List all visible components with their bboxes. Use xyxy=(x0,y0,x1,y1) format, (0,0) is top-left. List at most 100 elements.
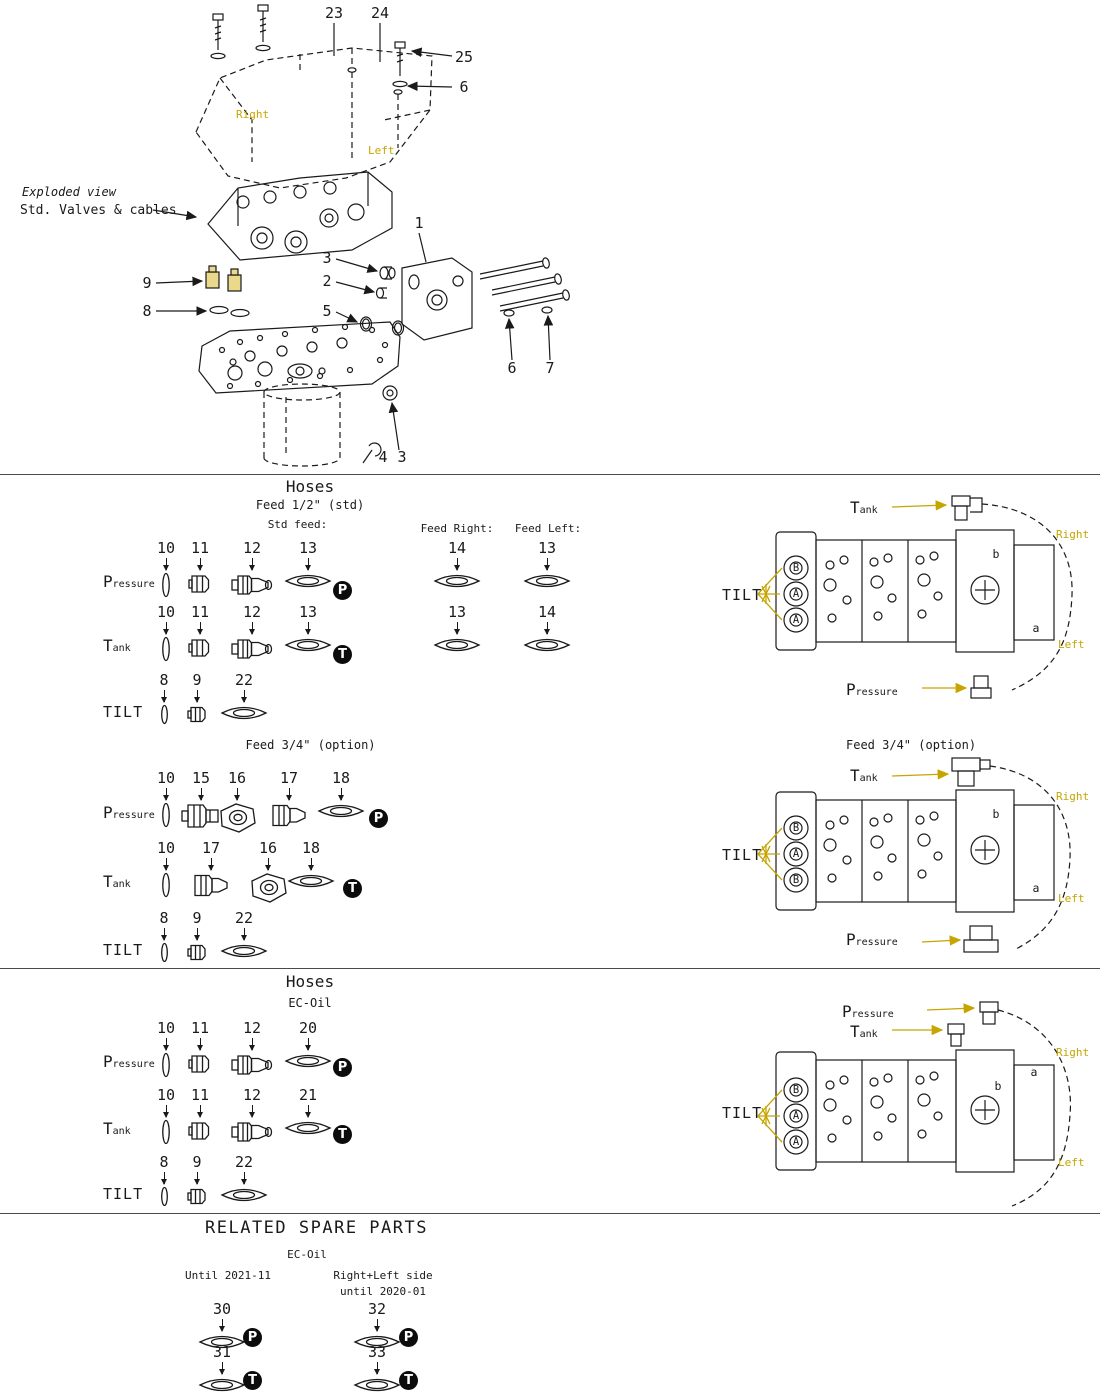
part-31: 31 xyxy=(196,1344,248,1394)
elbow-fitting-icon xyxy=(220,803,256,833)
leader-arrow xyxy=(305,558,311,571)
leader-arrow xyxy=(286,788,292,801)
swivel-nut-icon xyxy=(272,804,306,827)
leader-arrow xyxy=(544,558,550,571)
part-16: 16 xyxy=(213,770,261,834)
tank-leader xyxy=(891,769,950,780)
callout-3-mid: 3 xyxy=(322,249,331,267)
part-21: 21 xyxy=(282,1087,334,1137)
flat-seal-icon xyxy=(523,638,571,652)
leader-arrow xyxy=(305,1105,311,1118)
part-8: 8 xyxy=(151,672,177,725)
leader-arrow xyxy=(305,622,311,635)
exploded-view-caption: Exploded view xyxy=(22,185,117,199)
cover-right-label: Right xyxy=(236,108,269,121)
part-10: 10 xyxy=(152,770,180,828)
letter-a: a xyxy=(1033,881,1040,895)
letter-b: b xyxy=(995,1079,1002,1093)
union-fitting-icon xyxy=(231,639,273,659)
leader-arrow xyxy=(249,622,255,635)
callout-5: 5 xyxy=(322,302,331,320)
leader-arrow xyxy=(163,558,169,571)
port-label-a2: A xyxy=(793,614,800,626)
leader-arrow xyxy=(163,788,169,801)
leader-arrow xyxy=(197,1105,203,1118)
flat-seal-icon xyxy=(198,1378,246,1392)
leader-arrow xyxy=(163,1105,169,1118)
valve-block xyxy=(775,757,1071,953)
elbow-fitting-icon xyxy=(251,873,287,903)
tilt-leader-lines xyxy=(757,827,783,881)
callout-7: 7 xyxy=(545,359,554,377)
tank-leader xyxy=(891,500,948,511)
part-12: 12 xyxy=(228,604,276,662)
pressure-row-label: Pressure xyxy=(103,803,155,822)
flat-seal-icon xyxy=(284,574,332,588)
feed-right-header: Feed Right: xyxy=(420,522,494,535)
exploded-title: Std. Valves & cables xyxy=(20,203,177,218)
letter-b: b xyxy=(993,547,1000,561)
letter-a: a xyxy=(1031,1065,1038,1079)
wrench-icon xyxy=(362,442,382,464)
filter-cylinder xyxy=(263,383,341,467)
valve-block xyxy=(775,495,1073,699)
std-feed-label: Std feed: xyxy=(267,518,328,531)
cover-screws xyxy=(210,4,408,162)
pressure-badge: P xyxy=(333,581,352,600)
part-14-feed-right: 14 xyxy=(431,540,483,590)
right-side-label: Right xyxy=(1056,790,1090,803)
part-9: 9 xyxy=(181,910,213,963)
fitting-nut-icon xyxy=(188,575,210,593)
spare-col1-header: Until 2021-11 xyxy=(184,1269,272,1282)
tank-badge: T xyxy=(399,1371,418,1390)
flat-seal-icon xyxy=(220,1188,268,1202)
hoses-subtitle-opt: Feed 3/4" (option) xyxy=(245,738,376,752)
flat-seal-icon xyxy=(220,944,268,958)
flat-seal-icon xyxy=(353,1378,401,1392)
pressure-row-label: Pressure xyxy=(103,572,155,591)
part-11: 11 xyxy=(183,1020,217,1076)
tank-badge: T xyxy=(243,1371,262,1390)
flat-seal-icon xyxy=(284,1121,332,1135)
section-divider-1 xyxy=(0,474,1100,475)
port-label-a1: A xyxy=(793,588,800,600)
callout-2: 2 xyxy=(322,272,331,290)
part-16: 16 xyxy=(244,840,292,904)
part-12: 12 xyxy=(228,1087,276,1145)
valve-diagram-std: B A A b a xyxy=(757,495,1073,699)
pressure-leader xyxy=(921,935,962,946)
tank-label: Tank xyxy=(850,1022,878,1041)
valve-assembly xyxy=(207,171,393,261)
leader-arrow xyxy=(163,858,169,871)
part-14-feed-left: 14 xyxy=(521,604,573,654)
diagram-opt-title: Feed 3/4" (option) xyxy=(846,738,977,752)
leader-arrow xyxy=(197,622,203,635)
part-10: 10 xyxy=(152,1020,180,1078)
part-13-feed-right: 13 xyxy=(431,604,483,654)
tank-label: Tank xyxy=(850,766,878,785)
leader-arrow xyxy=(249,1038,255,1051)
part-10: 10 xyxy=(152,840,180,898)
leader-arrow xyxy=(338,788,344,801)
leader-arrow xyxy=(161,928,167,941)
leader-arrow xyxy=(163,1038,169,1051)
part-13-feed-left: 13 xyxy=(521,540,573,590)
tilt-label: TILT xyxy=(722,586,763,604)
flat-seal-icon xyxy=(433,638,481,652)
fitting-nut-icon xyxy=(188,639,210,657)
fitting-nut-icon xyxy=(186,1188,206,1205)
port-label-b: B xyxy=(793,1084,799,1096)
leader-arrow xyxy=(197,558,203,571)
leader-arrow xyxy=(308,858,314,871)
part-22: 22 xyxy=(218,672,270,722)
part-15: 15 xyxy=(181,770,221,830)
tank-row-label: Tank xyxy=(103,1119,131,1138)
long-union-icon xyxy=(181,804,219,828)
tank-badge: T xyxy=(333,1125,352,1144)
part-11: 11 xyxy=(183,540,217,596)
oring-icon xyxy=(162,872,170,898)
leader-arrow xyxy=(305,1038,311,1051)
callout-23: 23 xyxy=(325,4,343,22)
pressure-row-label: Pressure xyxy=(103,1052,155,1071)
